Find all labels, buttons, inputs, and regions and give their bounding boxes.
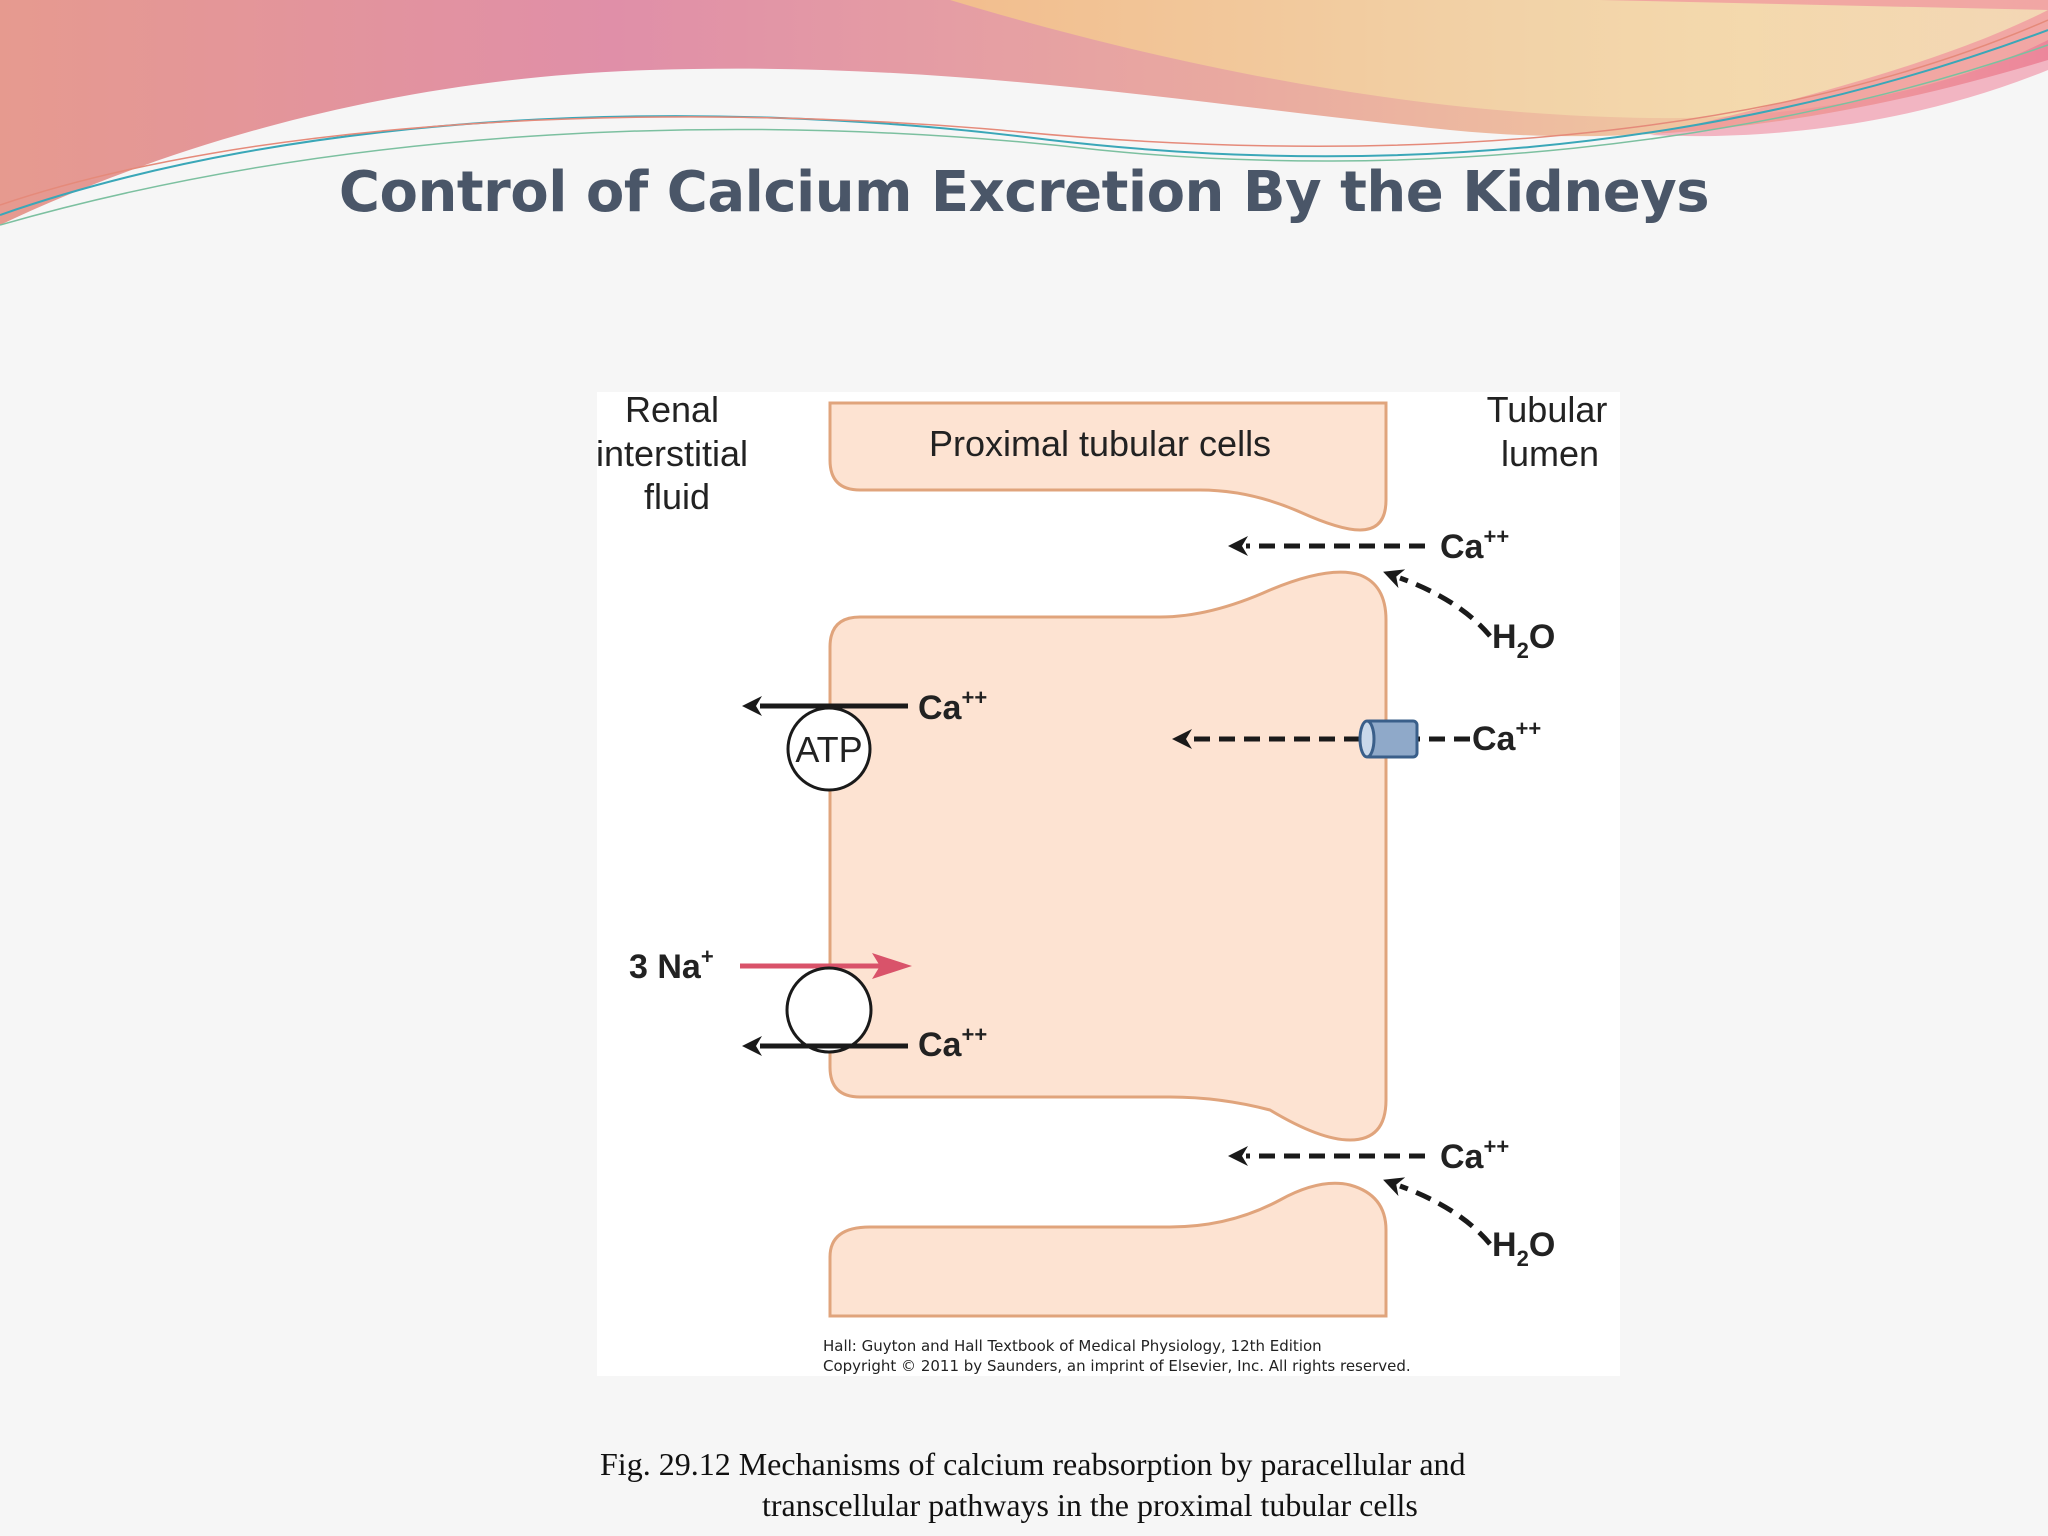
figure-credit-line-1: Hall: Guyton and Hall Textbook of Medica… [823,1337,1322,1355]
sodium-arrow-head [872,953,912,979]
sodium-label: 3 Na+ [629,944,714,986]
water-arrow-bottom [1383,1177,1492,1246]
na-ca-exchanger [785,966,873,1054]
water-label-top: H2O [1492,618,1555,663]
caption-line-1: Fig. 29.12 Mechanisms of calcium reabsor… [600,1446,1466,1482]
water-label-bottom: H2O [1492,1226,1555,1271]
figure-credit-line-2: Copyright © 2011 by Saunders, an imprint… [823,1357,1411,1375]
ca-label-channel: Ca++ [1472,716,1541,758]
ca-label-top: Ca++ [1440,524,1509,566]
renal-interstitial-fluid-label: Renal interstitial fluid [597,392,758,517]
proximal-tubular-cells-label: Proximal tubular cells [929,423,1271,464]
calcium-channel [1358,719,1419,759]
caption-line-2: transcellular pathways in the proximal t… [762,1487,1418,1523]
atp-label: ATP [795,729,862,770]
ca-label-atpase: Ca++ [918,685,987,727]
decorative-banner [0,0,2048,226]
slide-title: Control of Calcium Excretion By the Kidn… [338,160,1710,225]
ca-label-exchanger: Ca++ [918,1022,987,1064]
water-arrow-top [1383,569,1492,638]
ca-label-bottom: Ca++ [1440,1134,1509,1176]
figure-caption: Fig. 29.12 Mechanisms of calcium reabsor… [600,1444,1700,1526]
top-cell [828,401,1388,532]
atp-pump [786,706,872,792]
calcium-reabsorption-diagram: Renal interstitial fluid Proximal tubula… [597,392,1618,1375]
bottom-cell [828,1181,1388,1318]
tubular-lumen-label: Tubular lumen [1487,392,1618,474]
middle-cell [828,570,1388,1142]
